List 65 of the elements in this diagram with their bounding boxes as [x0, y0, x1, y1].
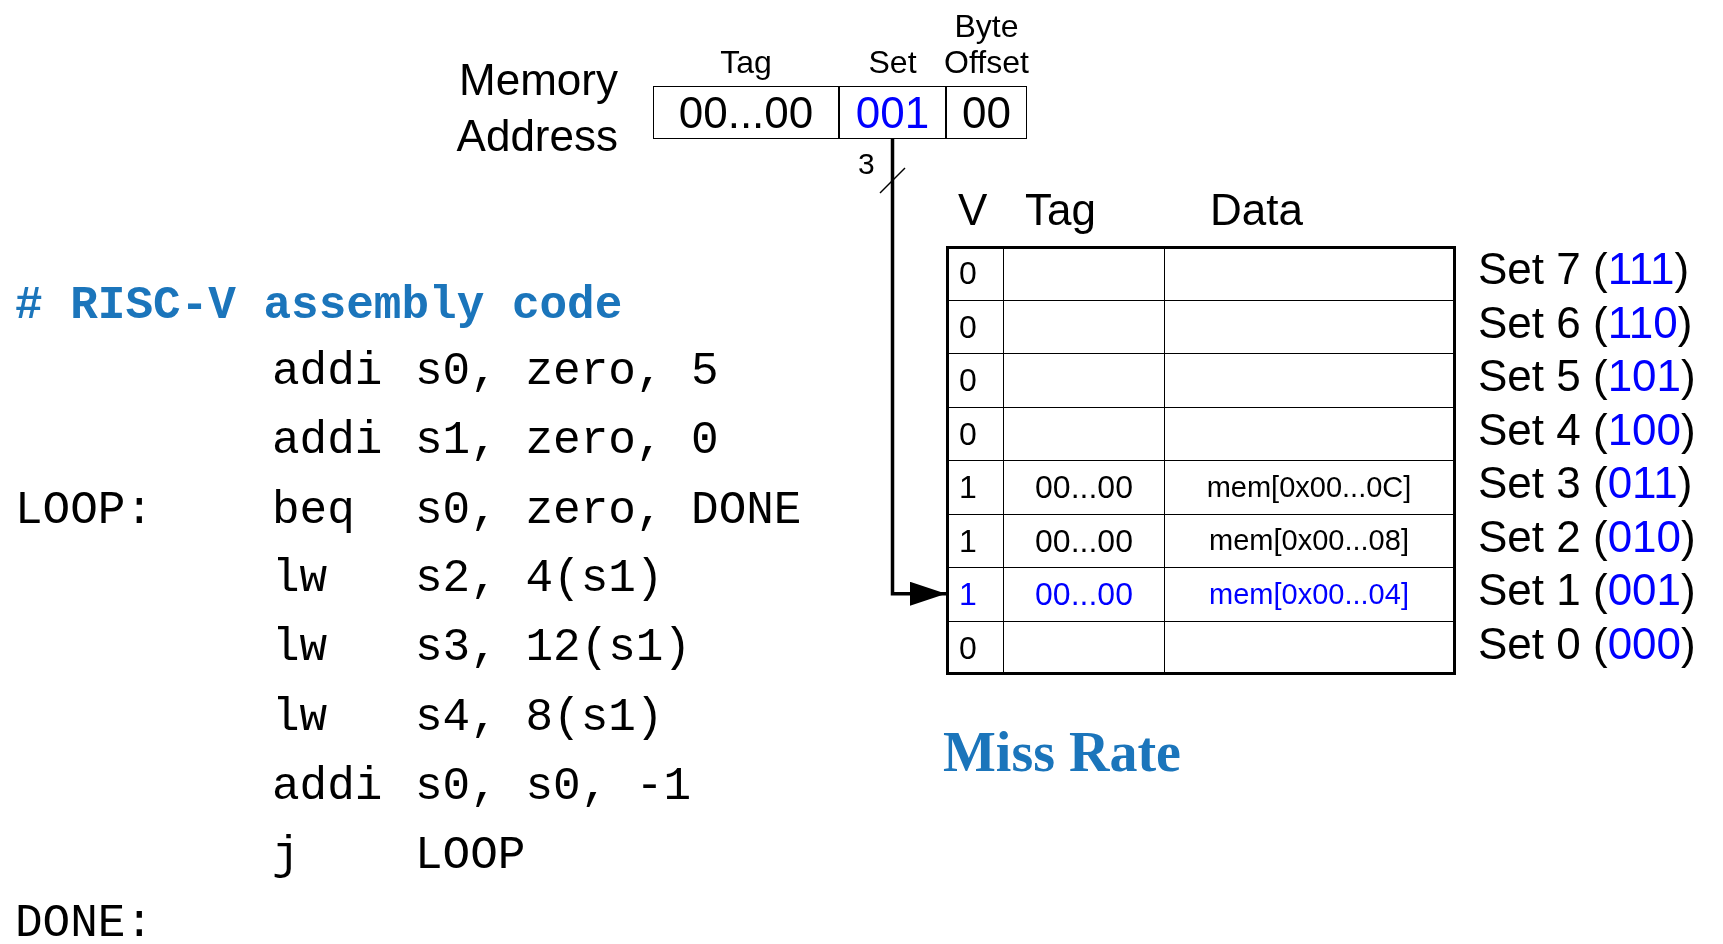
bus-width-label: 3 [858, 146, 875, 182]
address-field [653, 86, 839, 139]
code-text: DONE: [15, 898, 154, 944]
code-text: s4, 8(s1) [415, 692, 664, 744]
tag-value: 00...00 [1035, 575, 1133, 615]
field-value: 00 [962, 86, 1011, 139]
code-text: j [272, 830, 300, 882]
field-heading: Byte Offset [943, 8, 1030, 80]
arrow [890, 139, 946, 606]
column-heading: Data [1210, 185, 1303, 235]
set-label: Set 4 (100) [1478, 404, 1696, 455]
set-label: Set 0 (000) [1478, 618, 1696, 669]
field-heading: Tag [719, 44, 773, 80]
field-value: 001 [855, 86, 930, 139]
code-text: s2, 4(s1) [415, 553, 664, 605]
address-label: Memory Address [455, 54, 618, 162]
code-text: addi [272, 346, 383, 398]
valid-bit: 1 [959, 468, 977, 508]
heading-text: Miss Rate [943, 720, 1181, 784]
address-field [839, 86, 946, 139]
valid-bit: 0 [959, 414, 977, 454]
data-value: mem[0x00...04] [1209, 576, 1409, 612]
code-text: addi [272, 415, 383, 467]
set-label: Set 2 (010) [1478, 511, 1696, 562]
cache-row [949, 567, 1453, 621]
valid-bit: 0 [959, 361, 977, 401]
column-heading: V [958, 185, 988, 235]
set-label: Set 5 (101) [1478, 351, 1696, 401]
tag-value: 00...00 [1035, 468, 1133, 508]
code-text: LOOP: [15, 485, 154, 537]
data-value: mem[0x00...08] [1209, 523, 1409, 558]
code-text: lw [272, 622, 328, 674]
cache-row [949, 299, 1453, 353]
set-label: Set 3 (011) [1478, 458, 1693, 508]
code-text: s1, zero, 0 [415, 415, 719, 467]
set-label: Set 7 (111) [1478, 244, 1690, 294]
code-text: LOOP [415, 830, 526, 882]
valid-bit: 1 [959, 575, 977, 615]
field-value: 00...00 [678, 86, 814, 139]
code-text: addi [272, 761, 383, 813]
code-text: s0, zero, DONE [415, 485, 802, 537]
set-label: Set 1 (001) [1478, 565, 1696, 615]
valid-bit: 0 [959, 628, 977, 668]
data-value: mem[0x00...0C] [1206, 469, 1412, 505]
valid-bit: 0 [959, 253, 977, 293]
code-text: lw [272, 553, 328, 605]
set-label: Set 6 (110) [1478, 297, 1693, 348]
field-heading: Set [867, 44, 918, 80]
cache-row [949, 513, 1453, 567]
code-text: s0, zero, 5 [415, 346, 719, 398]
code-comment: # RISC-V assembly code [15, 280, 623, 332]
valid-bit: 1 [959, 521, 977, 561]
cache-row [949, 353, 1453, 407]
cache-row [949, 406, 1453, 460]
column-heading: Tag [1025, 185, 1096, 235]
cache-row [949, 460, 1453, 514]
code-text: lw [272, 692, 328, 744]
valid-bit: 0 [959, 307, 977, 347]
tag-value: 00...00 [1035, 521, 1133, 561]
address-field [946, 86, 1027, 139]
cache-row [949, 620, 1453, 674]
code-text: s0, s0, -1 [415, 761, 692, 813]
code-text: beq [272, 485, 355, 537]
cache-table [946, 246, 1456, 675]
code-text: s3, 12(s1) [415, 622, 692, 674]
